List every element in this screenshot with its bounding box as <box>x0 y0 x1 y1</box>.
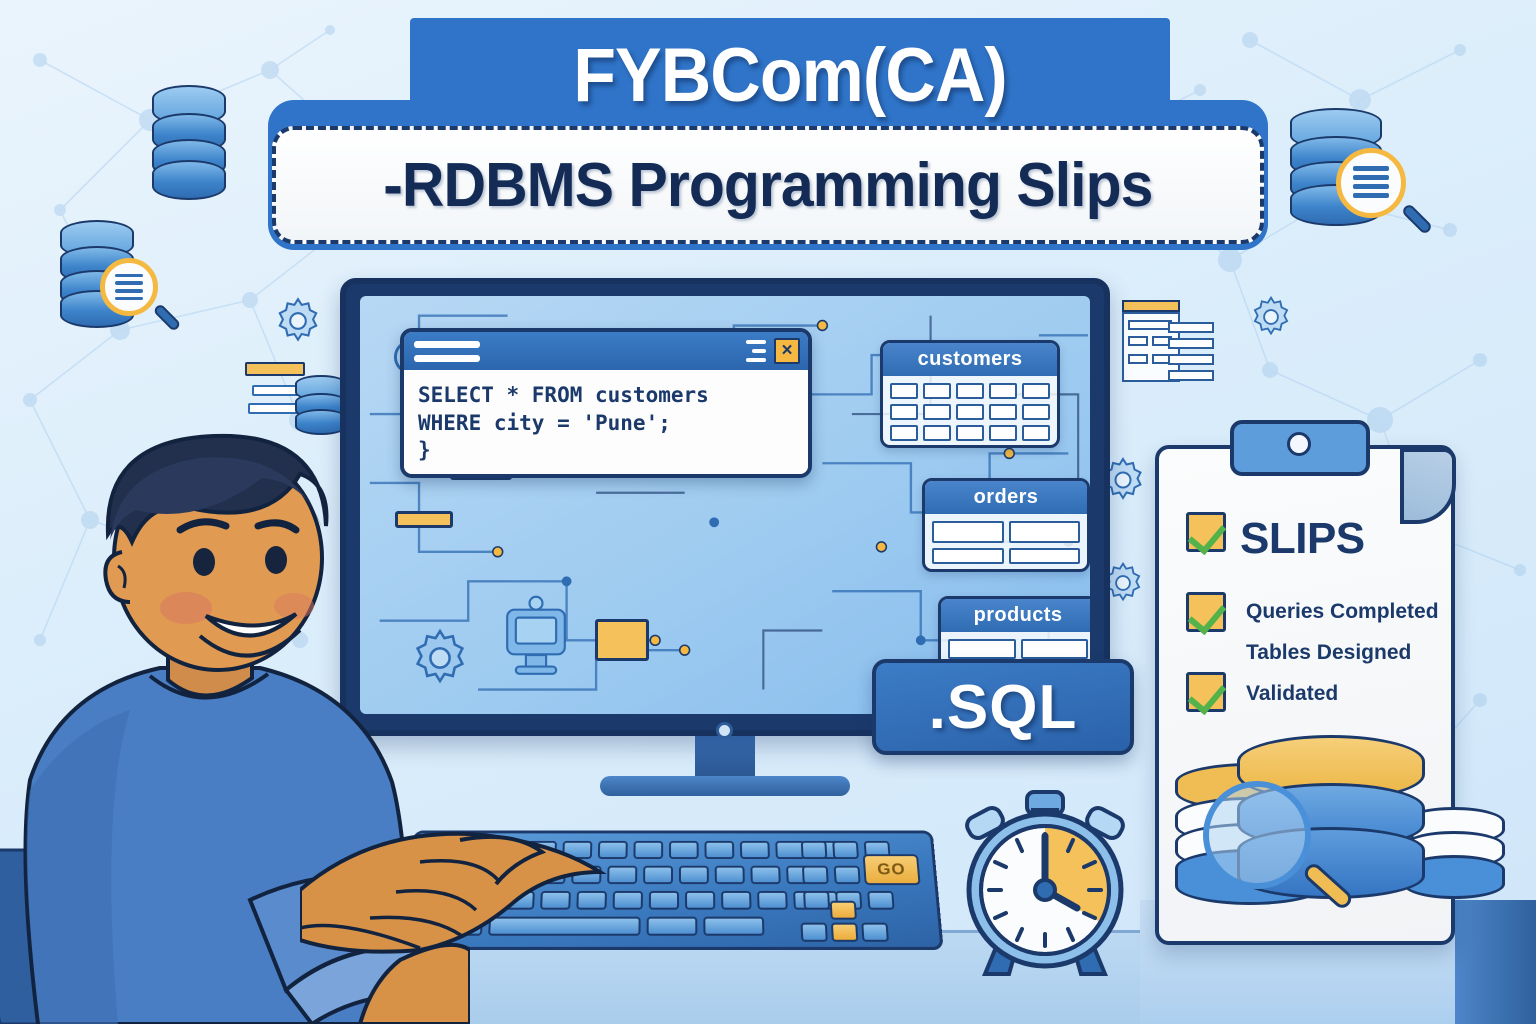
page-title: FYBCom(CA) <box>573 32 1007 118</box>
minimize-icon[interactable] <box>746 340 766 362</box>
monitor-icon <box>506 595 566 675</box>
sql-code-line-2: WHERE city = 'Pune'; <box>418 410 671 435</box>
gear-icon <box>415 628 465 684</box>
monitor-neck <box>695 736 755 780</box>
sql-code-area[interactable]: SELECT * FROM customers WHERE city = 'Pu… <box>404 370 808 474</box>
checkbox-checked-icon[interactable] <box>1186 672 1226 712</box>
gear-icon <box>1253 295 1289 336</box>
go-key[interactable]: GO <box>862 854 921 886</box>
circuit-chip-icon <box>595 619 649 661</box>
slip-item-label: Tables Designed <box>1246 641 1412 664</box>
alarm-clock-icon <box>965 790 1125 976</box>
database-cylinder-icon <box>295 375 347 437</box>
close-icon[interactable]: × <box>774 338 800 364</box>
monitor-stand <box>600 776 850 796</box>
slip-item-label: Queries Completed <box>1246 600 1439 623</box>
monitor-screen: customers orders products <box>360 296 1090 714</box>
page-subtitle-box: -RDBMS Programming Slips <box>272 126 1264 244</box>
database-cylinder-icon <box>152 85 226 200</box>
slip-item-label: Validated <box>1246 682 1339 705</box>
checkbox-checked-icon[interactable] <box>1186 512 1226 552</box>
window-titlebar[interactable]: × <box>404 332 808 370</box>
monitor-power-indicator[interactable] <box>716 722 733 739</box>
table-card-customers[interactable]: customers <box>880 340 1060 448</box>
hands-on-keyboard <box>300 831 607 954</box>
database-search-icon <box>1290 108 1440 238</box>
magnifier-icon <box>1203 781 1311 889</box>
sql-editor-window[interactable]: × SELECT * FROM customers WHERE city = '… <box>400 328 812 478</box>
page-subtitle: -RDBMS Programming Slips <box>383 150 1153 220</box>
table-card-orders[interactable]: orders <box>922 478 1090 572</box>
gear-icon <box>1104 457 1142 500</box>
table-card-title: orders <box>925 481 1087 514</box>
database-stack-icon <box>1175 735 1505 950</box>
database-search-icon <box>60 220 190 340</box>
banner-top-block <box>410 18 1170 110</box>
amber-bar-icon <box>245 362 305 376</box>
window-title-bars-icon <box>414 340 480 362</box>
table-card-title: customers <box>883 343 1057 376</box>
slips-heading: SLIPS <box>1240 514 1365 563</box>
schema-diagram-icon <box>1122 300 1214 396</box>
sql-file-badge: .SQL <box>872 659 1134 755</box>
magnifier-icon <box>1336 148 1406 218</box>
gear-icon <box>1105 561 1141 602</box>
sql-code-line-1: SELECT * FROM customers <box>418 383 709 407</box>
checkbox-checked-icon[interactable] <box>1186 592 1226 632</box>
clipboard-clip-hole <box>1287 432 1311 456</box>
sql-code-line-3: } <box>418 438 431 463</box>
gear-icon <box>278 297 318 342</box>
desk-edge <box>1455 900 1536 1024</box>
circuit-bar-icon <box>395 511 453 528</box>
white-bar-icon <box>248 403 302 414</box>
magnifier-icon <box>100 258 158 316</box>
table-card-title: products <box>941 599 1090 632</box>
